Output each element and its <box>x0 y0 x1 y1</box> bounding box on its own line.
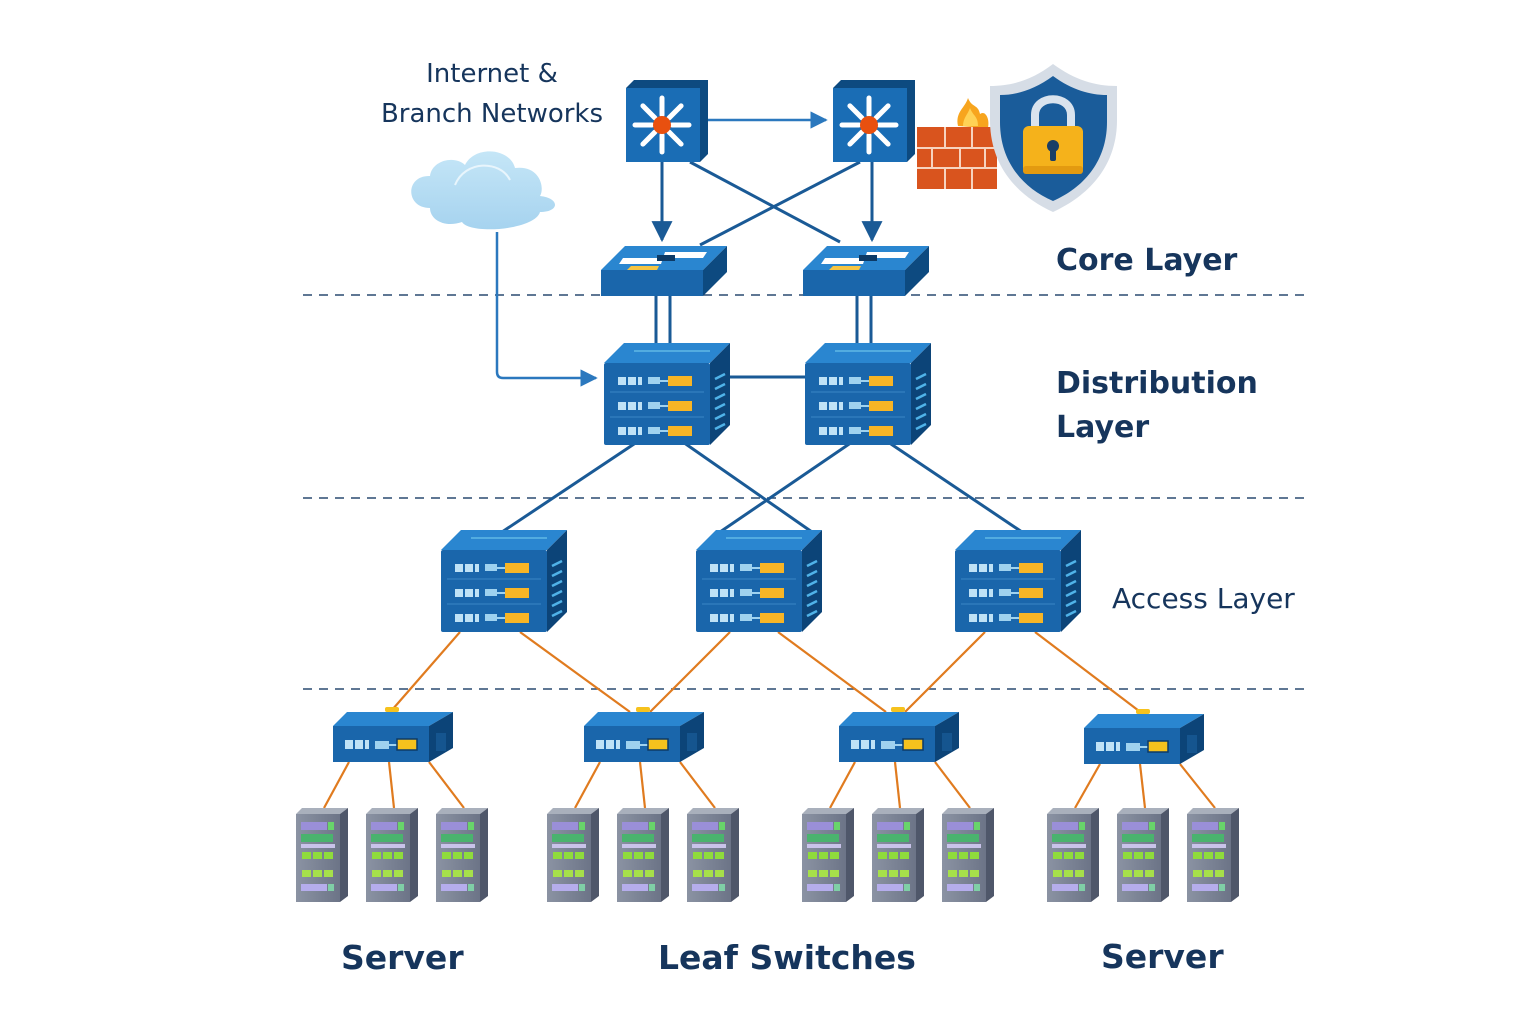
server[interactable] <box>1187 808 1239 902</box>
router-2[interactable] <box>833 80 915 162</box>
vent-icon <box>1065 559 1077 618</box>
access-switch-3[interactable] <box>955 530 1081 632</box>
dist-switch-2[interactable] <box>805 343 931 445</box>
switch-arrows-icon <box>619 252 707 270</box>
server[interactable] <box>617 808 669 902</box>
access-layer-label: Access Layer <box>1112 582 1295 615</box>
port-row <box>819 401 893 411</box>
port-row <box>455 588 529 598</box>
core-links <box>501 111 1023 534</box>
port-row <box>710 613 784 623</box>
server[interactable] <box>942 808 994 902</box>
link-dist2-access2 <box>719 438 856 534</box>
internet-label-line1: Internet & <box>426 59 558 89</box>
port-row <box>710 588 784 598</box>
link-router1-core2 <box>689 160 841 244</box>
link-dist1-access2 <box>679 438 813 534</box>
distribution-label-line1: Distribution <box>1056 366 1258 401</box>
port-row <box>969 588 1043 598</box>
vent-icon <box>551 559 563 618</box>
port-row <box>618 376 692 386</box>
core-switch-2[interactable] <box>803 246 929 296</box>
access-leaf-links <box>391 631 1144 715</box>
port-row <box>819 426 893 436</box>
vent-icon <box>806 559 818 618</box>
link-dist1-access1 <box>501 438 641 534</box>
distribution-label-line2: Layer <box>1056 410 1150 445</box>
switch-arrows-icon <box>821 252 909 270</box>
firewall-icon <box>917 98 997 189</box>
router-star-icon <box>839 95 899 155</box>
distribution-layer-label: Distribution Layer <box>1056 362 1258 450</box>
internet-label: Internet & Branch Networks <box>372 54 612 134</box>
core-switch-1[interactable] <box>601 246 727 296</box>
port-row <box>969 563 1043 573</box>
port-row <box>969 613 1043 623</box>
core-layer-label: Core Layer <box>1056 243 1238 278</box>
server[interactable] <box>547 808 599 902</box>
port-row <box>710 563 784 573</box>
leaf-switch-4[interactable] <box>1084 709 1204 764</box>
server[interactable] <box>687 808 739 902</box>
server[interactable] <box>296 808 348 902</box>
port-row <box>455 563 529 573</box>
server[interactable] <box>436 808 488 902</box>
server[interactable] <box>802 808 854 902</box>
leaf-switches-label: Leaf Switches <box>658 938 916 977</box>
leaf-server-links <box>323 761 1216 809</box>
vent-icon <box>915 372 927 431</box>
leaf-switch-3[interactable] <box>839 707 959 762</box>
dist-switch-1[interactable] <box>604 343 730 445</box>
server[interactable] <box>366 808 418 902</box>
server-label-left: Server <box>341 938 464 977</box>
port-row <box>455 613 529 623</box>
cloud-icon <box>411 151 555 230</box>
leaf-switch-2[interactable] <box>584 707 704 762</box>
server[interactable] <box>872 808 924 902</box>
port-row <box>819 376 893 386</box>
server[interactable] <box>1117 808 1169 902</box>
link-router2-core1 <box>699 160 861 247</box>
internet-label-line2: Branch Networks <box>380 99 604 129</box>
shield-lock-icon <box>990 64 1117 212</box>
vent-icon <box>714 372 726 431</box>
port-row <box>618 401 692 411</box>
router-1[interactable] <box>626 80 708 162</box>
link-dist2-access3 <box>884 438 1023 534</box>
server[interactable] <box>1047 808 1099 902</box>
router-star-icon <box>632 95 692 155</box>
leaf-switch-1[interactable] <box>333 707 453 762</box>
link-cloud-dist1 <box>495 232 598 387</box>
port-row <box>618 426 692 436</box>
access-switch-2[interactable] <box>696 530 822 632</box>
access-switch-1[interactable] <box>441 530 567 632</box>
server-label-right: Server <box>1101 937 1224 976</box>
